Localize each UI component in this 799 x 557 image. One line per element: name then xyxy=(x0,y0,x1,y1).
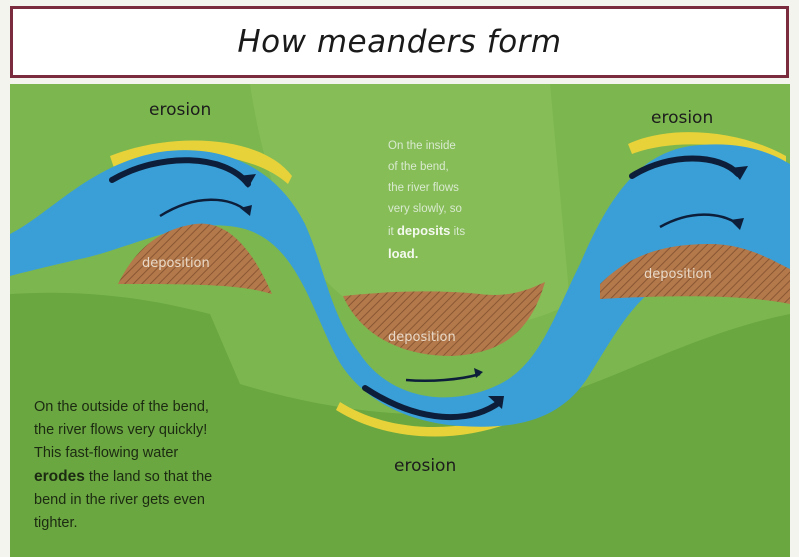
erodes-keyword: erodes xyxy=(34,468,85,485)
arrowhead-icon xyxy=(730,218,744,230)
outside-note-line: tighter. xyxy=(34,515,78,531)
arrowhead-icon xyxy=(488,396,504,409)
outside-note-line: On the outside of the bend, xyxy=(34,399,209,415)
label-deposition-right: deposition xyxy=(644,267,712,282)
load-keyword: load. xyxy=(388,246,419,261)
meander-diagram: erosion erosion erosion deposition depos… xyxy=(10,84,790,557)
erosion-bank-bottom xyxy=(336,402,534,437)
inside-note-line: On the inside xyxy=(388,140,456,152)
fast-flow-arrow-bottom xyxy=(362,385,503,421)
inside-note-text: its xyxy=(453,226,466,238)
label-erosion-bottom: erosion xyxy=(394,456,457,476)
inner-land xyxy=(250,84,570,331)
deposition-middle xyxy=(343,282,545,356)
arrowhead-icon xyxy=(730,166,748,180)
deposition-right xyxy=(600,244,790,304)
inside-note-line: the river flows xyxy=(388,182,459,194)
outside-bend-note: On the outside of the bend, the river fl… xyxy=(34,396,324,535)
label-deposition-left: deposition xyxy=(142,256,210,271)
slow-flow-arrow-bottom xyxy=(405,372,481,382)
erosion-bank-right xyxy=(628,132,786,166)
label-erosion-top-left: erosion xyxy=(149,100,212,120)
inside-note-line: very slowly, so xyxy=(388,203,462,215)
outside-note-line: the river flows very quickly! xyxy=(34,422,208,438)
inside-note-text: it xyxy=(388,226,394,238)
inside-note-line: it deposits its xyxy=(388,220,518,243)
label-deposition-middle: deposition xyxy=(388,330,456,345)
outside-note-line: This fast-flowing water xyxy=(34,445,179,461)
inside-note-line: load. xyxy=(388,243,518,266)
outside-note-text: the land so that the xyxy=(88,469,213,485)
erosion-bank-left xyxy=(110,140,292,184)
title-box: How meanders form xyxy=(10,6,789,78)
inside-bend-note: On the inside of the bend, the river flo… xyxy=(388,136,518,266)
inside-note-line: of the bend, xyxy=(388,161,449,173)
meander-illustration xyxy=(10,84,790,557)
slow-flow-arrow-left xyxy=(159,198,249,218)
page-title: How meanders form xyxy=(237,24,562,60)
deposits-keyword: deposits xyxy=(396,223,451,238)
outside-note-line: erodes the land so that the xyxy=(34,465,324,489)
arrowhead-icon xyxy=(238,174,256,188)
arrowhead-icon xyxy=(474,368,483,378)
label-erosion-top-right: erosion xyxy=(651,108,714,128)
outside-note-line: bend in the river gets even xyxy=(34,492,205,508)
arrowhead-icon xyxy=(240,205,252,216)
deposition-left xyxy=(118,223,272,294)
fast-flow-arrow-left xyxy=(109,157,251,187)
river xyxy=(10,144,790,427)
